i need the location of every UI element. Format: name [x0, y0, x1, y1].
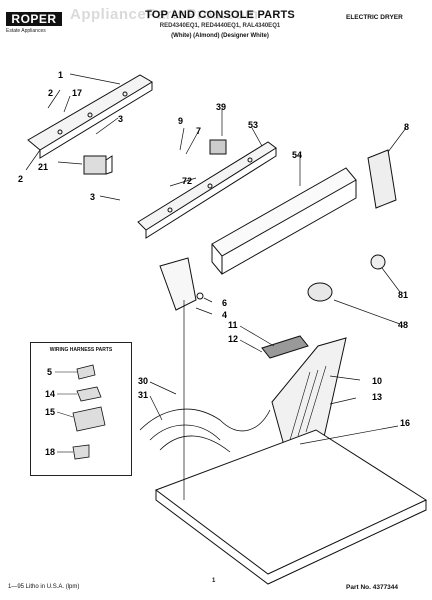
- callout-17: 17: [72, 88, 82, 98]
- document-type: ELECTRIC DRYER: [346, 14, 403, 21]
- callout-15: 15: [45, 407, 55, 417]
- callout-39: 39: [216, 102, 226, 112]
- callout-48: 48: [398, 320, 408, 330]
- model-colors: (White) (Almond) (Designer White): [171, 33, 269, 39]
- part-11: [261, 335, 309, 359]
- inset-title: WIRING HARNESS PARTS: [49, 347, 113, 353]
- callout-7: 7: [196, 126, 201, 136]
- callout-2-bottom: 2: [18, 174, 23, 184]
- callout-30: 30: [138, 376, 148, 386]
- part-control-panel: [137, 141, 277, 231]
- part-top-panel: [154, 429, 428, 575]
- callout-81: 81: [398, 290, 408, 300]
- callout-6: 6: [222, 298, 227, 308]
- callout-21: 21: [38, 162, 48, 172]
- callout-2-top: 2: [48, 88, 53, 98]
- callout-13: 13: [372, 392, 382, 402]
- callout-12: 12: [228, 334, 238, 344]
- page-title: TOP AND CONSOLE PARTS: [145, 9, 295, 21]
- callout-3-bottom: 3: [90, 192, 95, 202]
- callout-3-top: 3: [118, 114, 123, 124]
- watermark: AppliancePartsPros.com: [70, 6, 259, 23]
- brand-subtitle: Estate Appliances: [6, 28, 46, 34]
- brand-logo: ROPER: [6, 12, 62, 26]
- part-number: Part No. 4377344: [346, 584, 399, 591]
- callout-5: 5: [47, 367, 52, 377]
- part-39: [209, 139, 227, 155]
- callout-14: 14: [45, 389, 55, 399]
- page-number: 1: [212, 578, 216, 584]
- callout-4: 4: [222, 310, 227, 320]
- callout-8: 8: [404, 122, 409, 132]
- callout-31: 31: [138, 390, 148, 400]
- knob-48: [307, 282, 333, 302]
- wiring-harness-inset: WIRING HARNESS PARTS 5 14 15 18: [30, 342, 132, 476]
- callout-9: 9: [178, 116, 183, 126]
- callout-1: 1: [58, 70, 63, 80]
- part-4: [159, 257, 197, 311]
- callout-11: 11: [228, 320, 238, 330]
- part-harness: [139, 408, 271, 453]
- part-console: [211, 167, 357, 257]
- inset-diagram: 5 14 15 18: [45, 364, 106, 460]
- part-switch: [83, 155, 107, 175]
- knob-81: [370, 254, 386, 270]
- callout-18: 18: [45, 447, 55, 457]
- litho-note: 1—95 Litho in U.S.A. (lpm): [8, 584, 80, 590]
- callout-72: 72: [182, 176, 192, 186]
- model-numbers: RED4340EQ1, RED4440EQ1, RAL4340EQ1: [159, 23, 281, 29]
- callout-16: 16: [400, 418, 410, 428]
- callout-53: 53: [248, 120, 258, 130]
- callout-54: 54: [292, 150, 302, 160]
- callout-10: 10: [372, 376, 382, 386]
- part-end-cap: [367, 149, 397, 209]
